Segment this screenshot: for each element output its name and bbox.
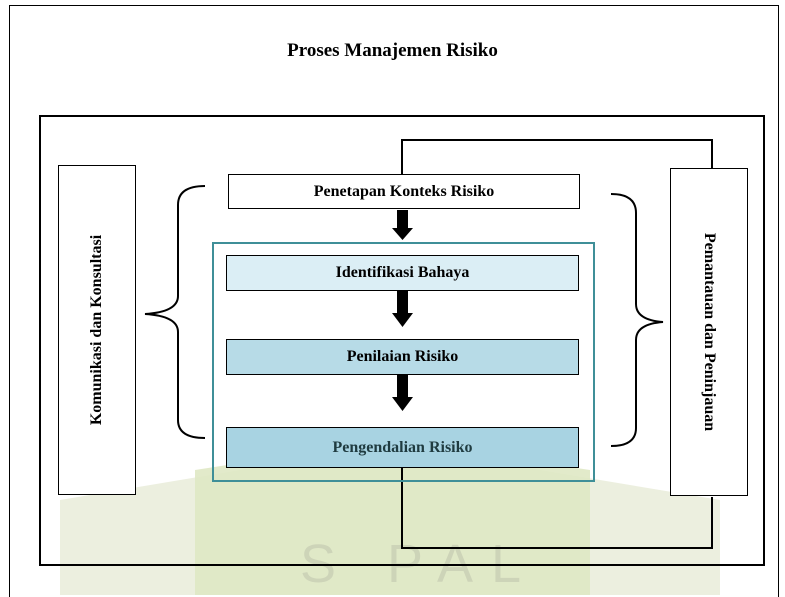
feedback-loop-top <box>401 139 713 174</box>
monitoring-label: Pemantauan dan Peninjauan <box>701 232 719 432</box>
step-context-label: Penetapan Konteks Risiko <box>313 182 495 200</box>
diagram-title: Proses Manajemen Risiko <box>287 40 498 61</box>
inner-frame <box>39 115 765 566</box>
arrow-down-icon <box>392 291 413 327</box>
risk-assessment-frame <box>212 242 595 482</box>
right-brace-icon <box>610 193 664 447</box>
step-context: Penetapan Konteks Risiko <box>228 174 580 209</box>
step-assess-label: Penilaian Risiko <box>346 348 459 365</box>
step-assess: Penilaian Risiko <box>226 339 579 375</box>
arrow-down-icon <box>392 375 413 411</box>
step-identify: Identifikasi Bahaya <box>226 255 579 291</box>
outer-frame <box>9 5 779 597</box>
communication-label: Komunikasi dan Konsultasi <box>88 234 106 426</box>
feedback-loop-bottom <box>401 468 713 549</box>
step-control-label: Pengendalian Risiko <box>332 438 473 456</box>
monitoring-box: Pemantauan dan Peninjauan <box>670 168 748 496</box>
communication-box: Komunikasi dan Konsultasi <box>58 165 136 495</box>
arrow-down-icon <box>392 210 413 240</box>
left-brace-icon <box>144 185 206 439</box>
step-control: Pengendalian Risiko <box>226 427 579 468</box>
step-identify-label: Identifikasi Bahaya <box>335 264 470 281</box>
